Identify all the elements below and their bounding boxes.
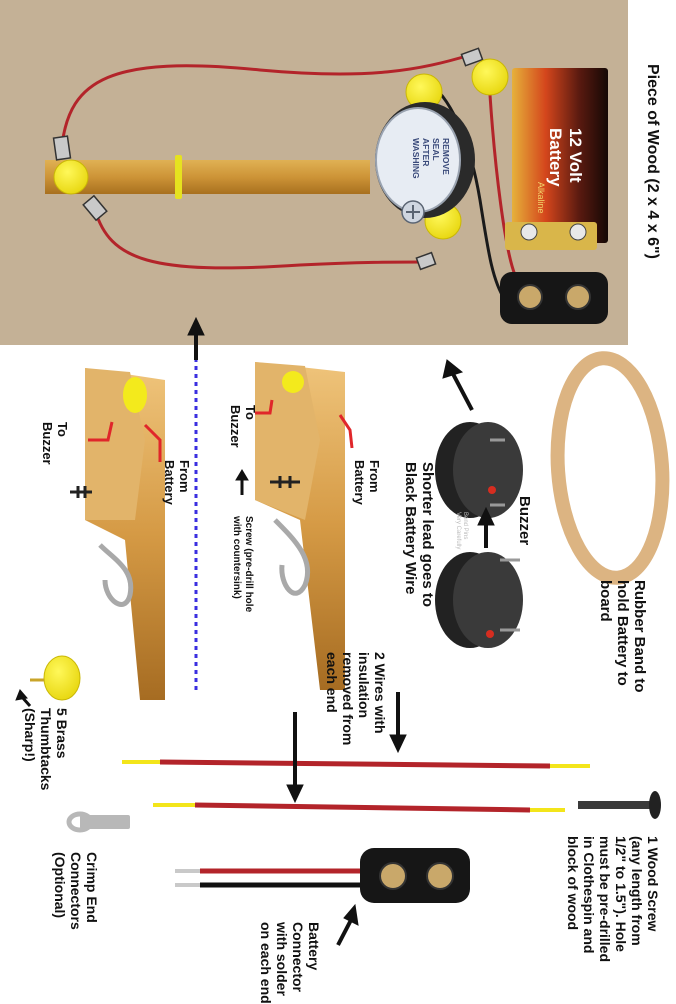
from-battery-left: From Battery	[162, 460, 192, 505]
battery-label: 12 Volt Battery	[546, 128, 585, 187]
clothespin-right-screw	[270, 476, 300, 488]
rubber-band-label: Rubber Band to hold Battery to board	[597, 580, 648, 693]
battery-connector-loose	[175, 848, 470, 903]
crimp-tabs-on-board	[52, 47, 484, 271]
from-battery-right: From Battery	[352, 460, 382, 505]
battery-clip-on-board	[500, 272, 608, 324]
to-buzzer-right: To Buzzer	[228, 405, 258, 448]
buzzer-on-board	[375, 102, 475, 224]
rubber-band	[550, 351, 670, 585]
clothespin-left	[85, 368, 165, 700]
board-title: Piece of Wood (2 x 4 x 6")	[644, 64, 661, 259]
crimp-label: Crimp End Connectors (Optional)	[52, 852, 100, 930]
buzzer-component-right	[435, 552, 523, 648]
two-wires	[122, 759, 590, 813]
connector-arrow	[336, 903, 359, 946]
board-wire	[60, 53, 517, 276]
clothespin-red-leads	[88, 399, 354, 462]
buzzer-note: Shorter lead goes to Black Battery Wire	[402, 462, 436, 608]
wood-screw-label: 1 Wood Screw (any length from 1/2" to 1.…	[565, 836, 661, 963]
board-up-arrow	[187, 316, 205, 360]
crimp-end-connector	[66, 811, 130, 833]
wires-label: 2 Wires with insulation removed from eac…	[324, 652, 388, 746]
connector-label: Battery Connector with solder on each en…	[258, 922, 322, 1004]
clothespin-right	[255, 362, 345, 690]
clothespin-on-board	[45, 155, 370, 199]
to-buzzer-left: To Buzzer	[40, 422, 70, 465]
wood-screw	[578, 791, 661, 819]
buzzer-title: Buzzer	[516, 496, 533, 546]
thumbtacks-label: 5 Brass Thumbtacks (Sharp!)	[22, 708, 70, 791]
buzzer-arrows	[442, 359, 495, 548]
clothespin-left-screw	[70, 486, 92, 498]
bend-pins-note: Bend Pins Very Carefully	[455, 512, 468, 550]
board-black-wire	[424, 78, 507, 301]
wire-arrows	[286, 692, 407, 804]
screw-note: Screw (pre-drill hole with countersink)	[231, 516, 254, 613]
screw-note-arrow	[235, 469, 249, 495]
battery-brand: Alkaline	[536, 182, 546, 214]
thumbtack-arrow	[15, 689, 32, 707]
buzzer-seal-text: REMOVE SEAL AFTER WASHING	[411, 138, 451, 179]
loose-thumbtack	[30, 655, 81, 701]
battery-on-board	[505, 68, 608, 250]
buzzer-component-left	[435, 422, 523, 518]
